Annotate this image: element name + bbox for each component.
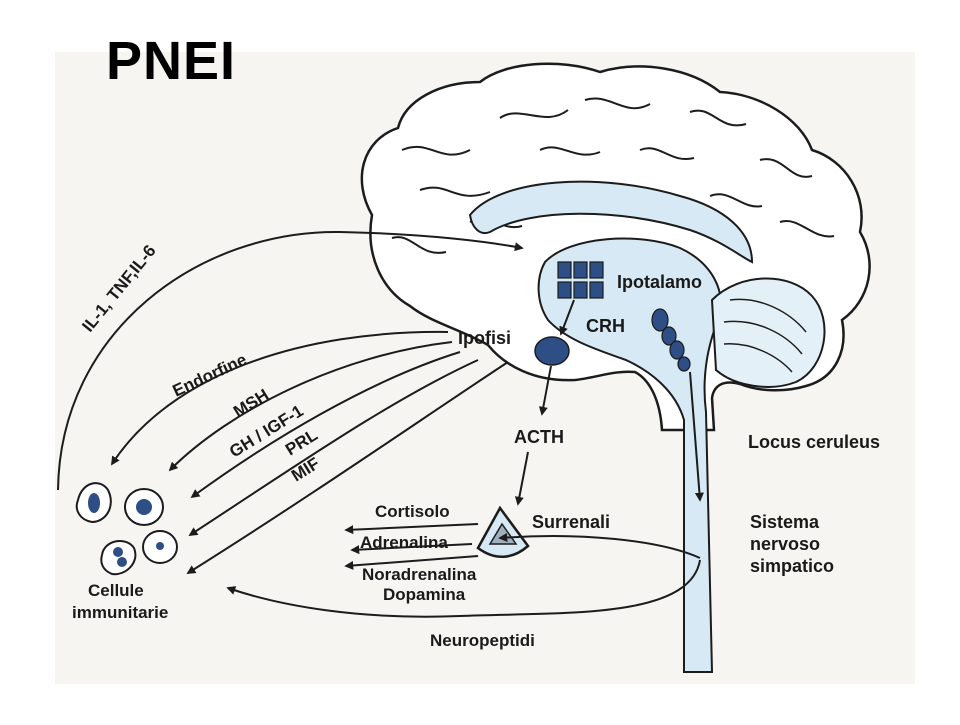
gh-arrow [190,351,461,499]
prl-arrow [188,359,479,536]
label-locus: Locus ceruleus [748,432,880,452]
label-adrenals: Surrenali [532,512,610,532]
msh-arrow [168,341,453,472]
label-pituitary: Ipofisi [458,328,511,348]
label-cells-2: immunitarie [72,603,168,622]
page-title: PNEI [106,31,237,91]
locus-ceruleus-nuclei [651,308,691,372]
label-sns-2: nervoso [750,534,820,554]
pituitary-gland [534,336,570,366]
locus-cord-arrow [689,371,704,502]
label-noradrenaline: Noradrenalina [362,565,477,584]
cytokines-arrow [57,230,524,491]
endorphins-arrow [111,330,449,466]
adrenaline-arrow [350,543,473,555]
label-cortisol: Cortisolo [375,502,450,521]
cerebellum [710,277,826,388]
hypothalamus-nuclei [557,261,604,299]
label-hypothalamus: Ipotalamo [617,272,702,292]
mif-arrow [186,361,509,574]
neuropeptides-arrow [226,559,701,618]
sympathetic-adrenal-arrow [498,532,701,559]
acth-adrenal-arrow [514,451,529,506]
label-adrenaline: Adrenalina [360,533,448,552]
label-sns-3: simpatico [750,556,834,576]
corpus-callosum [468,180,754,264]
label-crh: CRH [586,316,625,336]
label-cells-1: Cellule [88,581,144,600]
label-sns-1: Sistema [750,512,820,532]
hypothalamus-pituitary-arrow [559,299,575,336]
immune-cells [75,482,178,576]
noradrenaline-arrow [344,555,479,570]
label-acth: ACTH [514,427,564,447]
arrows [57,230,704,618]
label-dopamine: Dopamina [383,585,466,604]
cerebellum-folia [723,298,807,373]
pituitary-acth-arrow [538,365,552,416]
cortisol-arrow [344,523,479,535]
label-neuropeptides: Neuropeptidi [430,631,535,650]
